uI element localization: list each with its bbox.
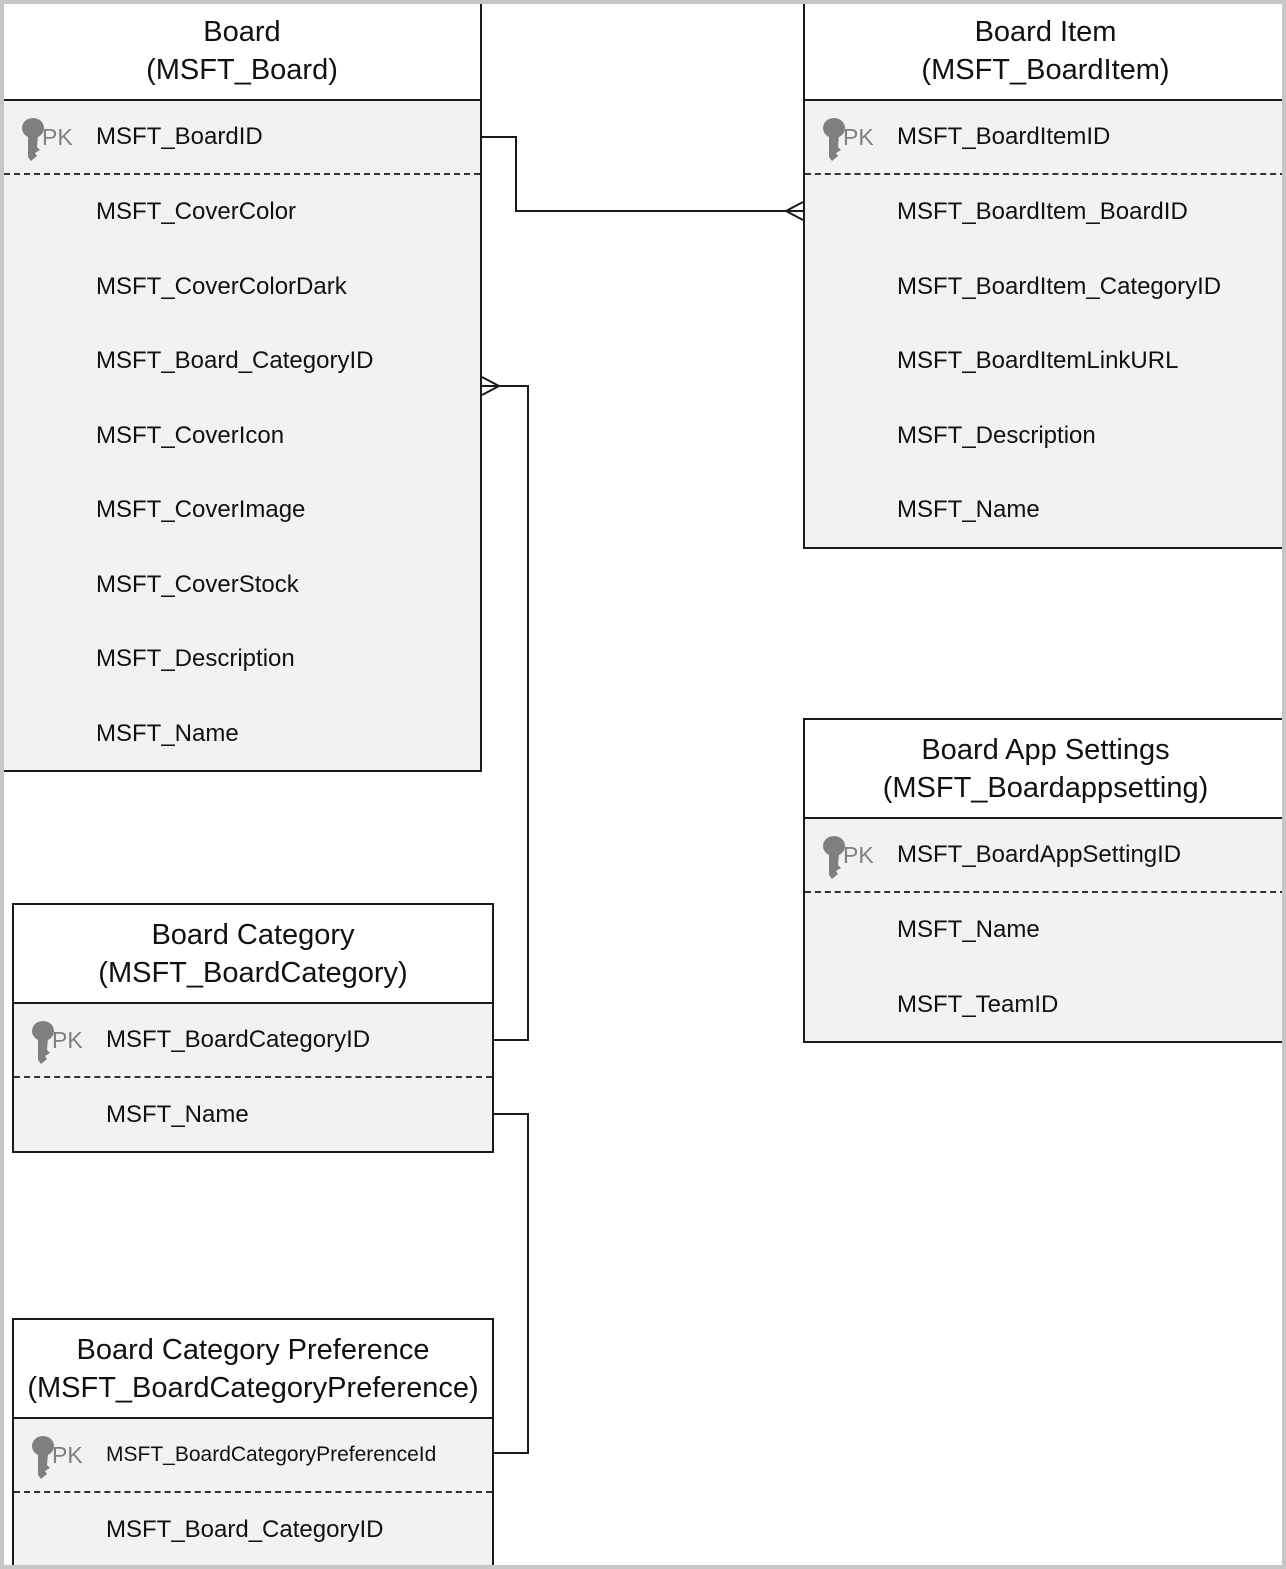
field-row[interactable]: MSFT_Name (805, 893, 1286, 968)
pk-label: PK (52, 1026, 83, 1053)
field-row[interactable]: MSFT_Name (14, 1078, 492, 1153)
field-row[interactable]: MSFT_Name (4, 697, 480, 772)
primary-key-row[interactable]: PK MSFT_BoardCategoryPreferenceId (14, 1419, 492, 1493)
entity-board-item[interactable]: Board Item (MSFT_BoardItem) PK MSFT_Boar… (803, 2, 1286, 549)
crowfoot-many-icon (783, 201, 804, 221)
primary-key-row[interactable]: PK MSFT_BoardCategoryID (14, 1004, 492, 1078)
field-name: MSFT_BoardItem_CategoryID (897, 272, 1222, 300)
entity-title: Board Item (974, 15, 1117, 48)
field-name: MSFT_CoverIcon (96, 421, 285, 449)
pk-label: PK (52, 1441, 83, 1468)
field-name: MSFT_CoverColorDark (96, 272, 347, 300)
field-name: MSFT_CoverColor (96, 198, 297, 226)
pk-label: PK (843, 841, 874, 868)
field-row[interactable]: MSFT_CoverStock (4, 548, 480, 623)
field-name: MSFT_Board_CategoryID (96, 347, 374, 375)
pk-label: PK (42, 123, 73, 150)
key-icon (32, 1436, 54, 1479)
entity-title: Board Category (151, 918, 355, 951)
field-row[interactable]: MSFT_Board_CategoryID (14, 1493, 492, 1568)
field-name: MSFT_BoardItemLinkURL (897, 347, 1179, 375)
field-row[interactable]: MSFT_BoardItemLinkURL (805, 324, 1286, 399)
field-row[interactable]: MSFT_BoardItem_BoardID (805, 175, 1286, 250)
field-row[interactable]: MSFT_CoverColor (4, 175, 480, 250)
field-name: MSFT_TeamID (897, 990, 1059, 1018)
field-row[interactable]: MSFT_Name (805, 473, 1286, 548)
crowfoot-many-icon (481, 376, 502, 396)
relationship-board-to-board-item (482, 136, 803, 212)
field-name: MSFT_Name (96, 719, 239, 747)
field-row[interactable]: MSFT_CoverIcon (4, 399, 480, 474)
entity-table-name: (MSFT_Boardappsetting) (882, 771, 1209, 804)
field-row[interactable]: MSFT_BoardItem_CategoryID (805, 250, 1286, 325)
relationship-category-to-preference (494, 1113, 529, 1454)
entity-header: Board App Settings (MSFT_Boardappsetting… (805, 720, 1286, 819)
entity-title: Board App Settings (921, 733, 1170, 766)
field-name: MSFT_Description (897, 421, 1096, 449)
entity-table-name: (MSFT_BoardItem) (921, 53, 1170, 86)
pk-field: MSFT_BoardCategoryPreferenceId (106, 1443, 437, 1466)
pk-field: MSFT_BoardCategoryID (106, 1026, 371, 1053)
entity-header: Board Item (MSFT_BoardItem) (805, 2, 1286, 101)
pk-field: MSFT_BoardID (96, 123, 263, 150)
field-name: MSFT_Board_CategoryID (106, 1516, 384, 1544)
entity-header: Board Category (MSFT_BoardCategory) (14, 905, 492, 1004)
field-name: MSFT_CoverImage (96, 496, 306, 524)
entity-table-name: (MSFT_BoardCategory) (98, 956, 408, 989)
pk-field: MSFT_BoardItemID (897, 123, 1111, 150)
entity-title: Board Category Preference (76, 1333, 430, 1366)
key-icon (823, 836, 845, 879)
pk-field: MSFT_BoardAppSettingID (897, 841, 1182, 868)
primary-key-row[interactable]: PK MSFT_BoardAppSettingID (805, 819, 1286, 893)
field-row[interactable]: MSFT_Description (4, 622, 480, 697)
relationship-category-to-board (482, 385, 529, 1041)
key-icon (32, 1021, 54, 1064)
field-name: MSFT_BoardItem_BoardID (897, 198, 1188, 226)
primary-key-row[interactable]: PK MSFT_BoardItemID (805, 101, 1286, 175)
entity-header: Board Category Preference (MSFT_BoardCat… (14, 1320, 492, 1419)
field-row[interactable]: MSFT_CoverImage (4, 473, 480, 548)
key-icon (22, 118, 44, 161)
entity-board-category[interactable]: Board Category (MSFT_BoardCategory) PK M… (12, 903, 494, 1153)
field-row[interactable]: MSFT_Description (805, 399, 1286, 474)
field-row[interactable]: MSFT_CoverColorDark (4, 250, 480, 325)
field-name: MSFT_Description (96, 645, 295, 673)
entity-header: Board (MSFT_Board) (4, 2, 480, 101)
primary-key-row[interactable]: PK MSFT_BoardID (4, 101, 480, 175)
field-row[interactable]: MSFT_Board_CategoryID (4, 324, 480, 399)
field-name: MSFT_Name (897, 916, 1040, 944)
entity-title: Board (203, 15, 281, 48)
entity-board-category-preference[interactable]: Board Category Preference (MSFT_BoardCat… (12, 1318, 494, 1569)
key-icon (823, 118, 845, 161)
entity-table-name: (MSFT_BoardCategoryPreference) (27, 1371, 479, 1404)
field-row[interactable]: MSFT_TeamID (805, 968, 1286, 1043)
entity-board-app-settings[interactable]: Board App Settings (MSFT_Boardappsetting… (803, 718, 1286, 1043)
field-name: MSFT_Name (106, 1101, 249, 1129)
pk-label: PK (843, 123, 874, 150)
entity-table-name: (MSFT_Board) (146, 53, 338, 86)
field-name: MSFT_Name (897, 496, 1040, 524)
field-name: MSFT_CoverStock (96, 570, 299, 598)
